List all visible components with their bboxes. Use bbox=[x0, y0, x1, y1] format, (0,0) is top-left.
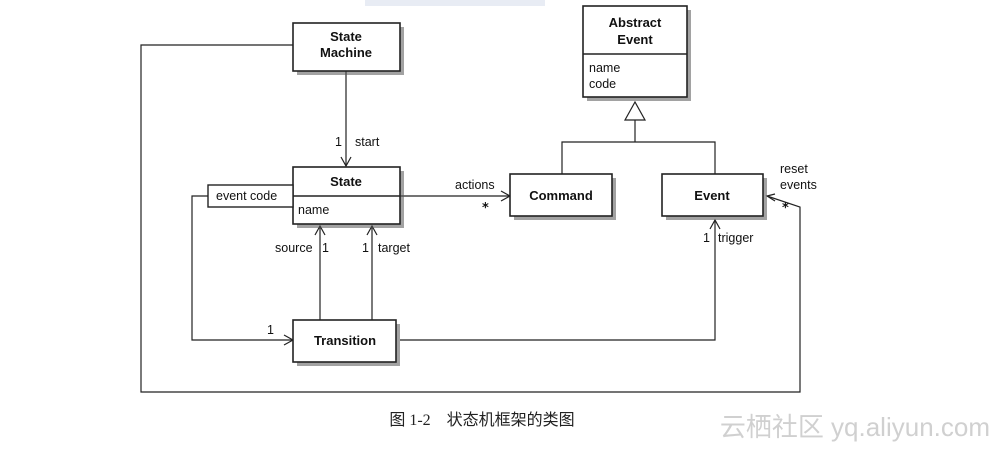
abstract-event-attr-code: code bbox=[589, 77, 616, 91]
actions-role: actions bbox=[455, 178, 495, 192]
actions-multiplicity: * bbox=[482, 201, 489, 216]
connector-trigger bbox=[400, 220, 716, 341]
abstract-event-title-2: Event bbox=[617, 32, 653, 47]
event-title: Event bbox=[694, 188, 730, 203]
state-machine-title-1: State bbox=[330, 29, 362, 44]
abstract-event-attr-name: name bbox=[589, 61, 620, 75]
trigger-multiplicity: 1 bbox=[703, 231, 710, 245]
generalization-branch bbox=[561, 141, 716, 174]
reset-events-role-2: events bbox=[780, 178, 817, 192]
class-event: Event bbox=[661, 173, 767, 220]
watermark: 云栖社区 yq.aliyun.com bbox=[720, 412, 990, 442]
target-role: target bbox=[378, 241, 410, 255]
qualifier-multiplicity: 1 bbox=[267, 323, 274, 337]
state-title: State bbox=[330, 174, 362, 189]
class-abstract-event: Abstract Event name code bbox=[582, 5, 691, 101]
abstract-event-title-1: Abstract bbox=[609, 15, 662, 30]
transition-title: Transition bbox=[314, 333, 376, 348]
state-attr-name: name bbox=[298, 203, 329, 217]
reset-events-multiplicity: * bbox=[782, 201, 789, 216]
source-multiplicity: 1 bbox=[322, 241, 329, 255]
connector-qualifier bbox=[191, 195, 293, 341]
state-machine-title-2: Machine bbox=[320, 45, 372, 60]
qualifier-event-code: event code bbox=[207, 184, 294, 208]
figure-caption: 图 1-2 状态机框架的类图 bbox=[389, 411, 574, 429]
reset-events-role-1: reset bbox=[780, 162, 808, 176]
trigger-role: trigger bbox=[718, 231, 753, 245]
class-state-machine: State Machine bbox=[292, 22, 404, 75]
source-role: source bbox=[275, 241, 313, 255]
class-command: Command bbox=[509, 173, 616, 220]
arrowhead-start bbox=[340, 156, 352, 168]
start-multiplicity: 1 bbox=[335, 135, 342, 149]
start-role: start bbox=[355, 135, 380, 149]
target-multiplicity: 1 bbox=[362, 241, 369, 255]
class-state: State name bbox=[292, 166, 404, 228]
class-transition: Transition bbox=[292, 319, 400, 366]
qualifier-text: event code bbox=[216, 189, 277, 203]
top-band bbox=[365, 0, 545, 6]
connector-reset-events bbox=[140, 44, 801, 393]
command-title: Command bbox=[529, 188, 593, 203]
generalization-triangle bbox=[623, 100, 647, 121]
